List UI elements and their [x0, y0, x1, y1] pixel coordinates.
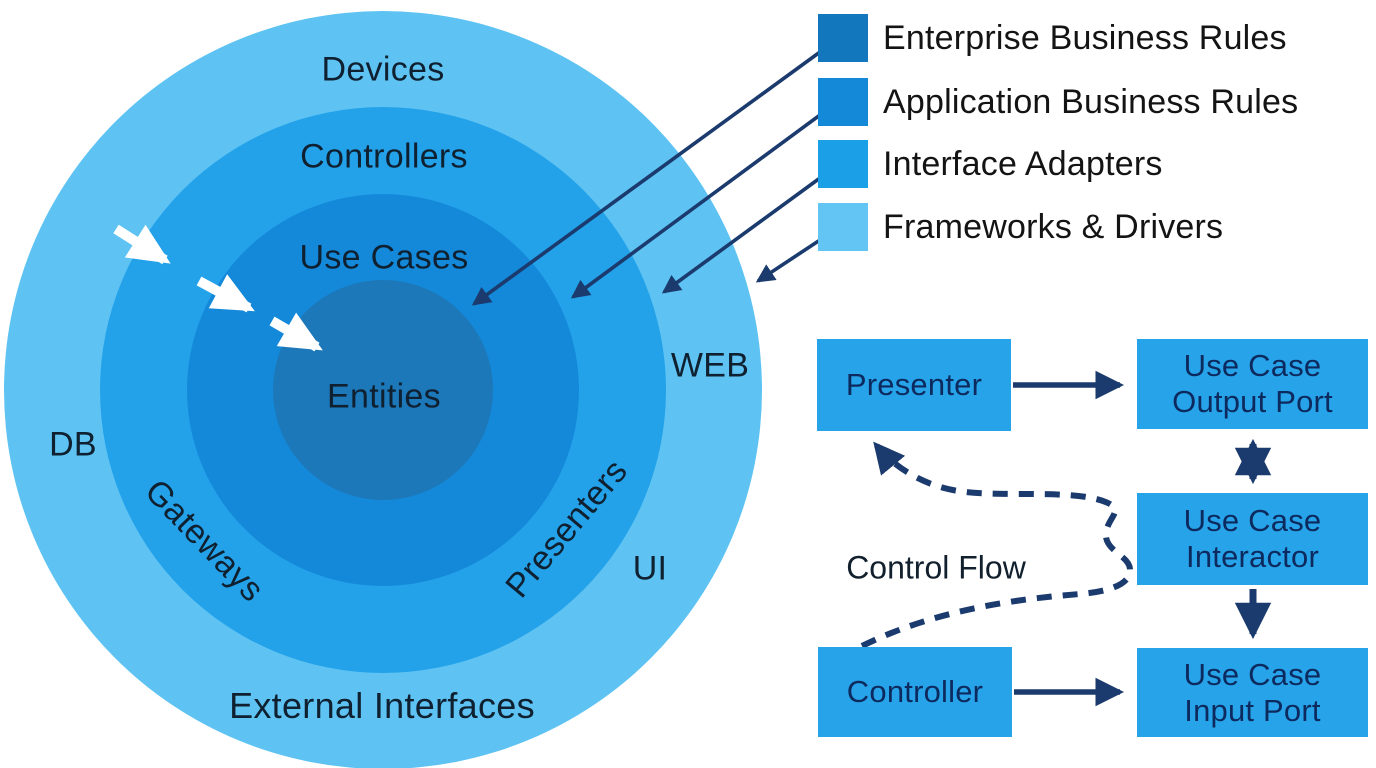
legend-item-application-business-rules: Application Business Rules: [818, 78, 1298, 126]
label-entities: Entities: [327, 377, 441, 416]
flow-arrows: [860, 370, 1272, 707]
legend-swatch-application: [818, 78, 868, 126]
legend-arrow-enterprise: [471, 50, 822, 306]
label-ui: UI: [632, 549, 668, 588]
label-web: WEB: [670, 346, 750, 385]
label-external-interfaces: External Interfaces: [229, 685, 535, 726]
flow-node-use-case-output-port: Use Case Output Port: [1137, 339, 1368, 429]
legend-swatch-adapters: [818, 140, 868, 188]
label-controllers: Controllers: [300, 137, 468, 176]
inward-dependency-arrows: [113, 224, 323, 352]
inward-arrow-2: [196, 274, 255, 313]
legend-arrow-application: [570, 113, 822, 299]
control-flow-dashed-arrow: [860, 441, 1133, 649]
control-flow-label: Control Flow: [846, 549, 1026, 586]
legend-swatch-frameworks: [818, 203, 868, 251]
legend-label-adapters: Interface Adapters: [883, 144, 1163, 183]
legend-swatch-enterprise: [818, 14, 868, 62]
legend-item-enterprise-business-rules: Enterprise Business Rules: [818, 14, 1287, 62]
inward-arrow-1: [113, 224, 171, 265]
legend-arrow-frameworks: [755, 238, 821, 283]
flow-node-use-case-interactor: Use Case Interactor: [1137, 493, 1368, 585]
flow-node-use-case-input-port: Use Case Input Port: [1137, 648, 1368, 737]
inward-arrow-3: [269, 312, 323, 352]
flow-node-controller: Controller: [818, 647, 1012, 737]
label-db: DB: [49, 425, 97, 464]
label-devices: Devices: [321, 50, 445, 89]
legend-item-interface-adapters: Interface Adapters: [818, 140, 1163, 188]
legend-item-frameworks-drivers: Frameworks & Drivers: [818, 203, 1223, 251]
legend-label-enterprise: Enterprise Business Rules: [883, 18, 1287, 57]
flow-node-presenter: Presenter: [817, 339, 1011, 431]
core-enterprise-business-rules: [273, 280, 493, 500]
legend-label-application: Application Business Rules: [883, 82, 1299, 121]
legend-arrows: [471, 50, 822, 306]
label-use-cases: Use Cases: [299, 238, 469, 277]
legend-label-frameworks: Frameworks & Drivers: [883, 207, 1224, 246]
legend-arrow-adapters: [661, 176, 822, 294]
